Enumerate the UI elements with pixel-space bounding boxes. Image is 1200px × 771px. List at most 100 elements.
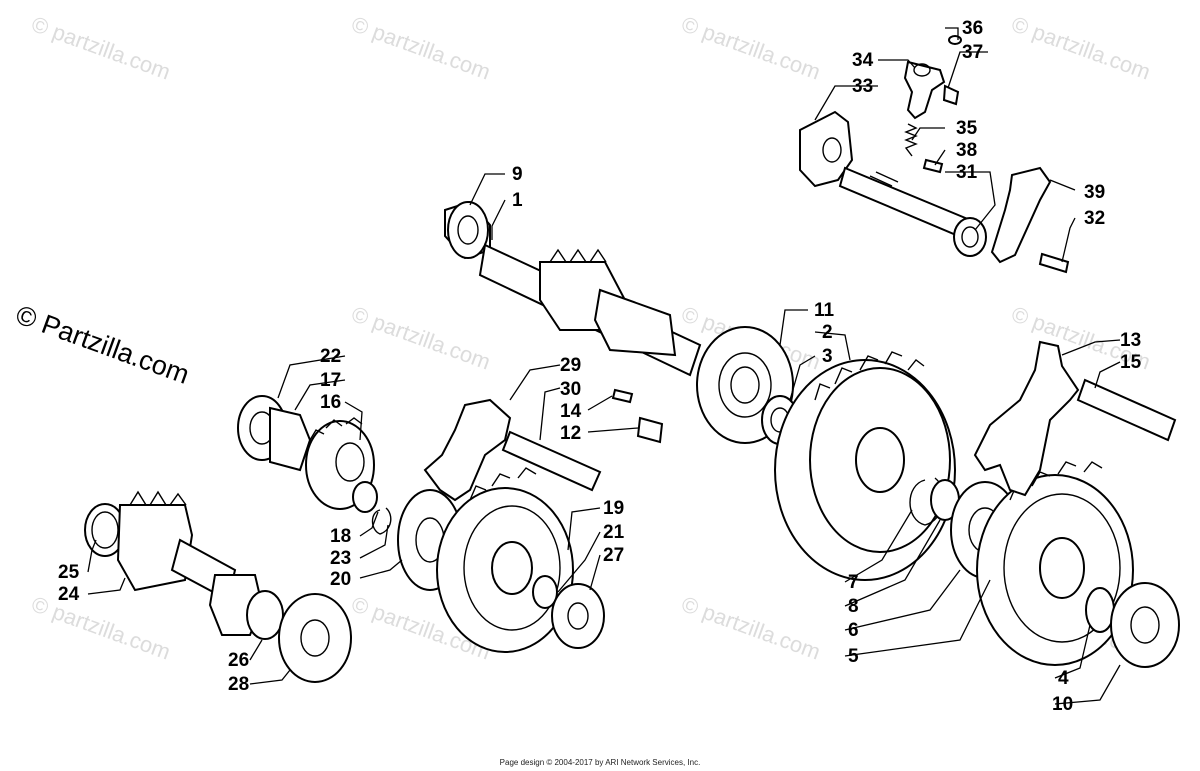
callout-7[interactable]: 7	[848, 572, 859, 593]
fork-shaft	[1076, 378, 1177, 442]
callout-18[interactable]: 18	[330, 526, 351, 547]
drive-gear-teeth	[469, 467, 537, 501]
watermark-text: © partzilla.com	[28, 11, 174, 84]
callout-25[interactable]: 25	[58, 562, 80, 583]
leader-23	[359, 524, 389, 559]
callout-20[interactable]: 20	[330, 569, 351, 590]
callout-35[interactable]: 35	[956, 118, 978, 139]
leader-32	[1061, 217, 1076, 263]
shift-shaft-assembly	[799, 35, 1070, 274]
small-gear-teeth	[309, 417, 363, 441]
ball-bearing-bore	[1130, 606, 1160, 644]
spring	[904, 123, 918, 157]
callout-9[interactable]: 9	[512, 164, 523, 185]
callout-32[interactable]: 32	[1084, 208, 1105, 229]
callout-38[interactable]: 38	[956, 140, 977, 161]
drive-gear-hub	[491, 541, 533, 595]
callout-17[interactable]: 17	[320, 370, 341, 391]
needle-bearing	[269, 406, 312, 472]
fork-shaft	[501, 430, 602, 492]
reverse-gear-face	[1003, 493, 1121, 643]
callout-27[interactable]: 27	[603, 545, 624, 566]
main-shaft-assembly	[444, 200, 799, 445]
ball-bearing-bore	[567, 602, 589, 630]
leader-25	[87, 539, 97, 573]
ball-bearing	[278, 593, 352, 683]
leader-10	[1054, 664, 1121, 705]
leader-20	[359, 559, 403, 579]
leader-18	[359, 511, 379, 537]
callout-34[interactable]: 34	[852, 50, 874, 71]
shift-lever	[903, 60, 946, 120]
shaft-spline	[869, 171, 899, 187]
callout-6[interactable]: 6	[848, 620, 859, 641]
callout-30[interactable]: 30	[560, 379, 581, 400]
leader-12	[587, 427, 639, 433]
callout-37[interactable]: 37	[962, 42, 983, 63]
leader-22	[277, 355, 346, 399]
leader-26	[249, 639, 263, 661]
leader-30	[539, 387, 561, 441]
leader-16	[344, 401, 363, 441]
page-footer: Page design © 2004-2017 by ARI Network S…	[499, 758, 701, 767]
callout-28[interactable]: 28	[228, 674, 249, 695]
callout-31[interactable]: 31	[956, 162, 978, 183]
leader-24	[87, 577, 126, 595]
drive-gear-face	[463, 505, 561, 631]
left-gear-stack	[237, 395, 392, 535]
ball-bearing-bore	[300, 619, 330, 657]
thrust-washer-bore	[91, 511, 119, 549]
callout-22[interactable]: 22	[320, 346, 341, 367]
callout-4[interactable]: 4	[1058, 668, 1069, 689]
callout-14[interactable]: 14	[560, 401, 582, 422]
callout-23[interactable]: 23	[330, 548, 351, 569]
callout-15[interactable]: 15	[1120, 352, 1142, 373]
leader-6	[844, 569, 961, 631]
watermark-text: © partzilla.com	[678, 11, 824, 84]
callout-13[interactable]: 13	[1120, 330, 1141, 351]
callout-3[interactable]: 3	[822, 346, 833, 367]
leader-3	[789, 355, 816, 401]
callout-12[interactable]: 12	[560, 423, 581, 444]
leader-8	[844, 519, 941, 607]
leader-9	[469, 173, 505, 206]
callout-29[interactable]: 29	[560, 355, 581, 376]
shift-fork	[973, 340, 1080, 497]
pin	[922, 158, 944, 174]
callout-16[interactable]: 16	[320, 392, 341, 413]
leader-5	[844, 579, 991, 657]
leader-31	[945, 171, 996, 231]
callout-36[interactable]: 36	[962, 18, 983, 39]
bolt	[942, 84, 960, 106]
callout-8[interactable]: 8	[848, 596, 859, 617]
shift-fork	[423, 398, 512, 502]
ball-bearing	[551, 583, 605, 649]
callout-33[interactable]: 33	[852, 76, 873, 97]
callout-10[interactable]: 10	[1052, 694, 1073, 715]
callout-39[interactable]: 39	[1084, 182, 1105, 203]
leader-15	[1094, 361, 1121, 389]
callout-26[interactable]: 26	[228, 650, 249, 671]
needle-bearing-face	[447, 201, 489, 259]
watermark-text: © partzilla.com	[28, 591, 174, 664]
callout-2[interactable]: 2	[822, 322, 833, 343]
leader-34	[878, 59, 916, 69]
needle-bearing-bore	[457, 215, 479, 245]
callout-21[interactable]: 21	[603, 522, 625, 543]
lever-hole	[913, 63, 931, 77]
callout-5[interactable]: 5	[848, 646, 859, 667]
callout-19[interactable]: 19	[603, 498, 624, 519]
callout-1[interactable]: 1	[512, 190, 523, 211]
watermark-text: © partzilla.com	[348, 11, 494, 84]
small-gear-bore	[335, 442, 365, 482]
leader-17	[294, 379, 346, 411]
leader-1	[491, 199, 506, 240]
snap-ring	[371, 507, 392, 535]
leader-29	[509, 364, 561, 401]
watermark-text: © partzilla.com	[348, 301, 494, 374]
callout-24[interactable]: 24	[58, 584, 80, 605]
brand-watermark: © Partzilla.com	[12, 299, 193, 389]
screw	[1038, 252, 1070, 274]
callout-11[interactable]: 11	[814, 300, 835, 321]
leader-28	[249, 669, 291, 685]
